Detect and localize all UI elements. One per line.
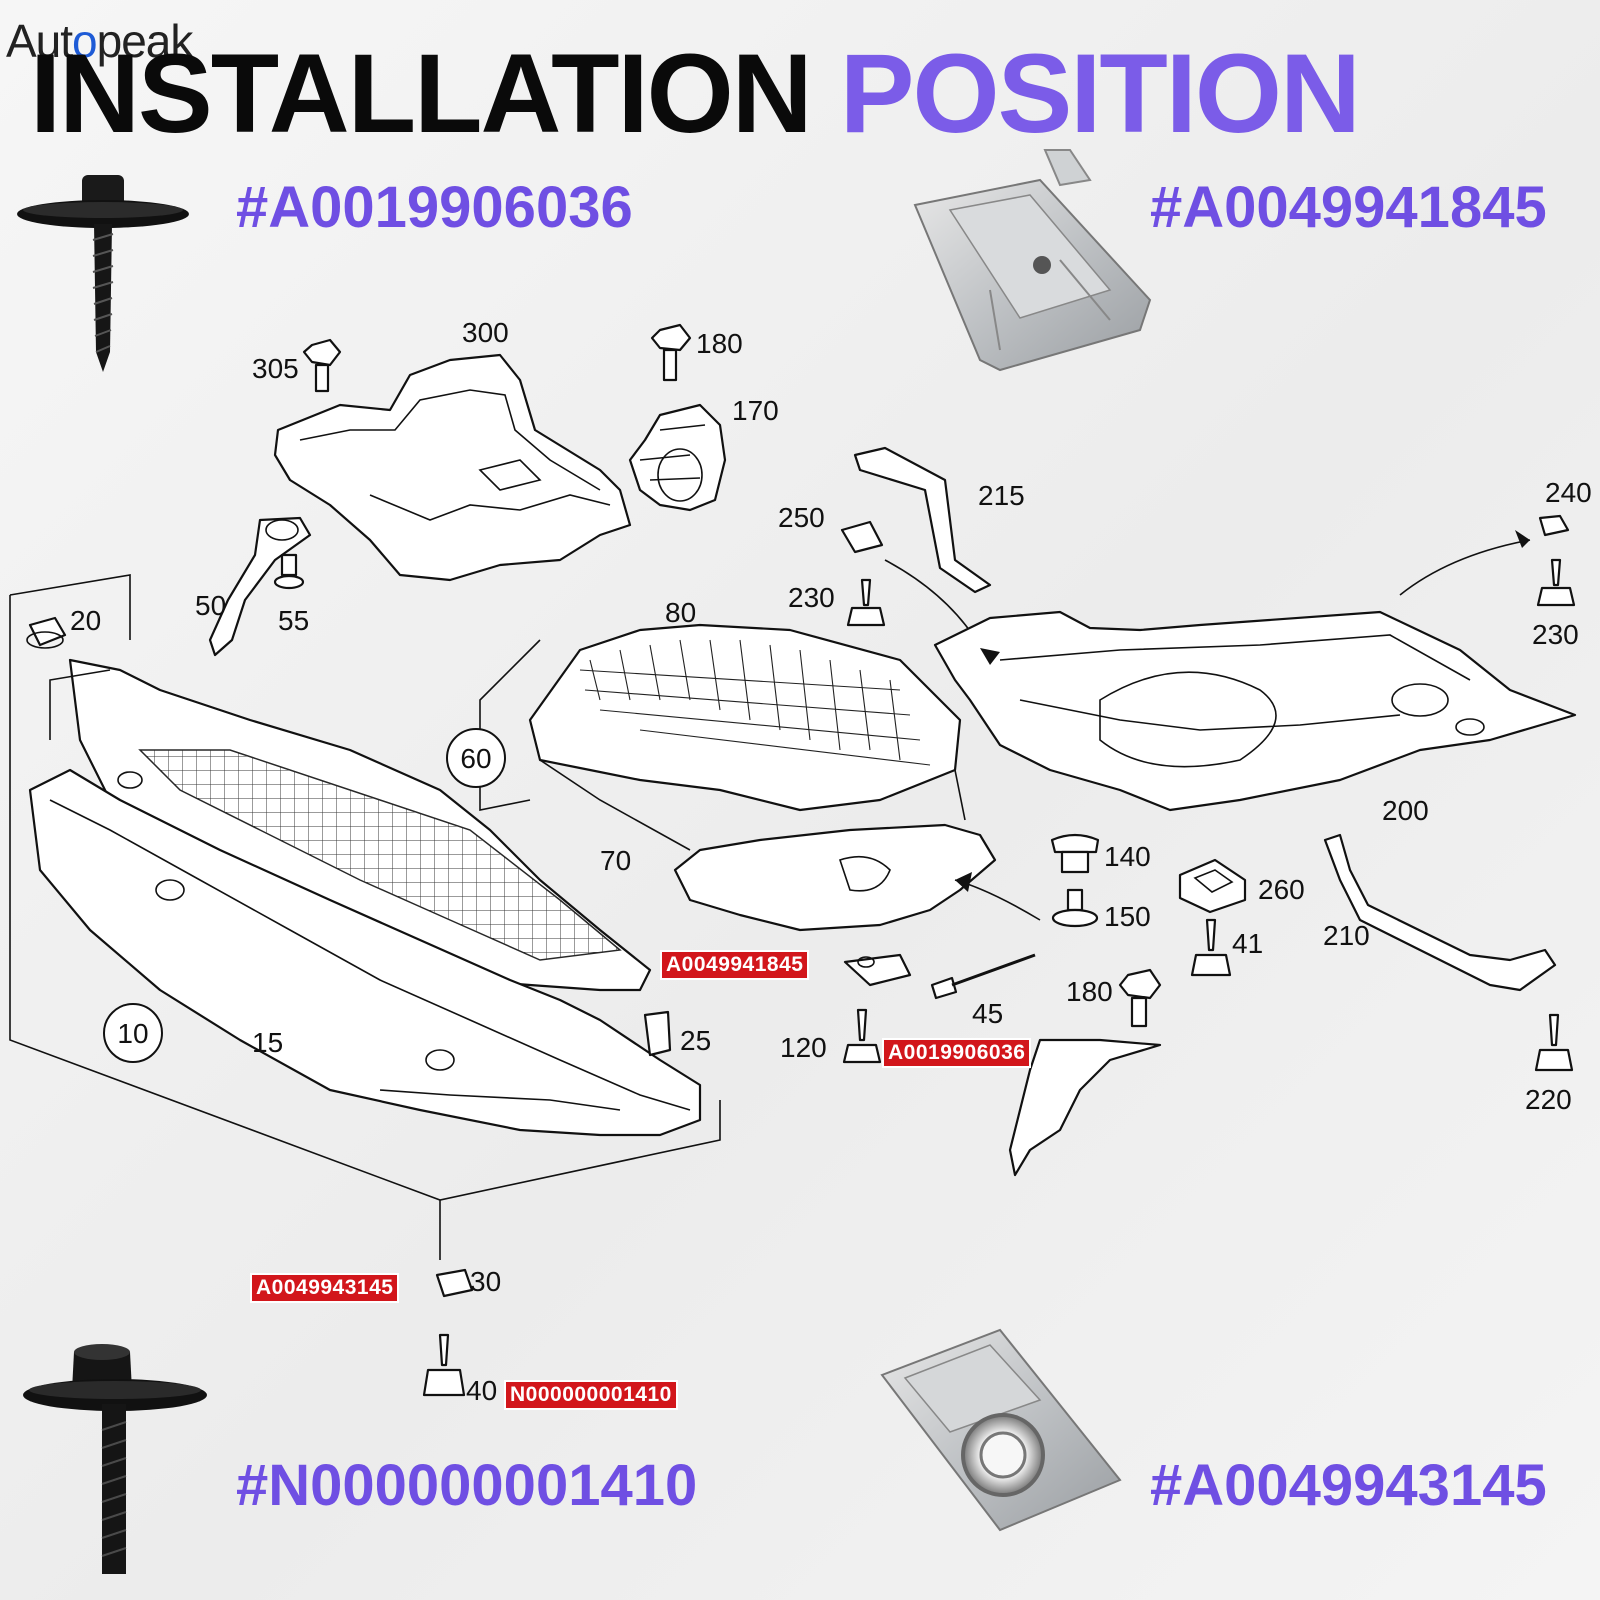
brand-logo: Autopeak [6, 15, 193, 67]
callout-10: 10 [117, 1018, 148, 1049]
callout-170: 170 [732, 395, 779, 426]
screw-305 [302, 338, 342, 393]
callout-200: 200 [1382, 795, 1429, 826]
bracket-lower [1008, 1038, 1162, 1177]
callout-220: 220 [1525, 1084, 1572, 1115]
product-code-3: #N000000001410 [236, 1453, 698, 1518]
clip-250 [840, 520, 884, 554]
part-200-underbody-panel [933, 610, 1577, 812]
title-accent: POSITION [839, 31, 1361, 156]
callout-230-left: 230 [788, 582, 835, 613]
callout-50: 50 [195, 590, 226, 621]
part-50 [208, 516, 312, 657]
flange-screw-icon [17, 175, 189, 372]
callout-150: 150 [1104, 901, 1151, 932]
title-primary: INSTALLATION [30, 31, 813, 156]
screw-180-bottom [1118, 968, 1162, 1028]
callout-300: 300 [462, 317, 509, 348]
screw-180-top [650, 323, 692, 382]
clip-30 [435, 1268, 474, 1298]
callout-80: 80 [665, 597, 696, 628]
callout-180-top: 180 [696, 328, 743, 359]
callout-215: 215 [978, 480, 1025, 511]
callout-250: 250 [778, 502, 825, 533]
screw-230-right [1536, 558, 1576, 607]
product-code-1: #A0019906036 [236, 175, 633, 240]
callout-240: 240 [1545, 477, 1592, 508]
callout-circle-10 [103, 1003, 163, 1063]
cable-tie-45 [930, 953, 1036, 1000]
tag-A0019906036: A0019906036 [882, 1038, 1032, 1068]
callout-20: 20 [70, 605, 101, 636]
screw-230-left [846, 578, 886, 627]
tag-A0049941845: A0049941845 [660, 950, 810, 980]
callout-305: 305 [252, 353, 299, 384]
callout-70: 70 [600, 845, 631, 876]
speed-nut-icon [880, 1328, 1122, 1532]
part-80-70-tray [528, 623, 997, 932]
product-code-2: #A0049941845 [1150, 175, 1547, 240]
callout-260: 260 [1258, 874, 1305, 905]
plug-140 [1050, 833, 1100, 874]
grommet-260 [1178, 858, 1247, 914]
part-170 [628, 403, 727, 512]
callout-circle-60 [446, 728, 506, 788]
callout-180-bottom: 180 [1066, 976, 1113, 1007]
product-code-4: #A0049943145 [1150, 1453, 1547, 1518]
flange-bolt-icon [23, 1344, 207, 1574]
screw-220 [1534, 1013, 1574, 1072]
tag-N000000001410: N000000001410 [504, 1380, 678, 1410]
clip-240 [1538, 514, 1570, 537]
part-210 [1323, 833, 1557, 992]
tag-A0049943145: A0049943145 [250, 1273, 400, 1303]
screw-55 [273, 553, 305, 590]
callout-210: 210 [1323, 920, 1370, 951]
screw-41 [1190, 918, 1232, 977]
fastener-150 [1051, 888, 1099, 928]
callout-41: 41 [1232, 928, 1263, 959]
callout-140: 140 [1104, 841, 1151, 872]
callout-25: 25 [680, 1025, 711, 1056]
callout-40: 40 [466, 1375, 497, 1406]
screw-40 [422, 1333, 466, 1397]
screw-120 [842, 1008, 882, 1064]
clip-25 [643, 1010, 672, 1057]
callout-15: 15 [252, 1027, 283, 1058]
clip-20 [26, 616, 67, 649]
callout-30: 30 [470, 1266, 501, 1297]
callout-45: 45 [972, 998, 1003, 1029]
callout-230-right: 230 [1532, 619, 1579, 650]
clip-nut-diagram [843, 953, 912, 987]
page-title: INSTALLATION POSITION [30, 38, 1361, 150]
part-10-15-front-cover [28, 658, 702, 1137]
clip-nut-icon [913, 149, 1152, 372]
part-215 [853, 446, 992, 594]
part-300-cover [273, 353, 632, 582]
callout-55: 55 [278, 605, 309, 636]
callout-60: 60 [460, 743, 491, 774]
callout-120: 120 [780, 1032, 827, 1063]
